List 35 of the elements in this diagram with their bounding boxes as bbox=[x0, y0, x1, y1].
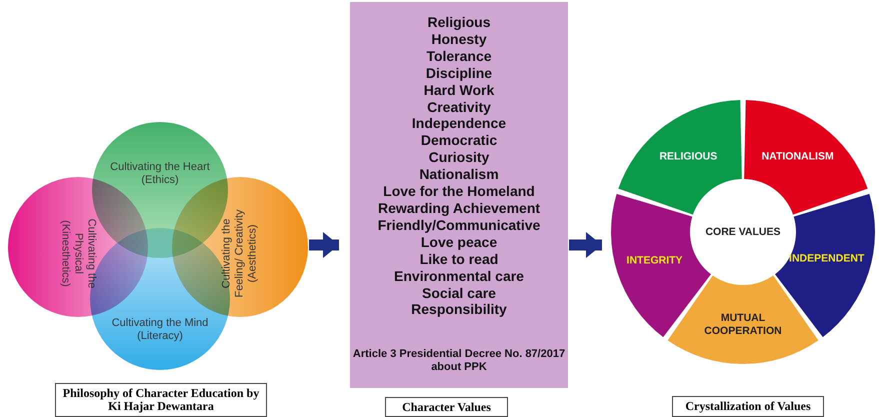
value-item: Democratic bbox=[420, 132, 498, 150]
arrow bbox=[569, 232, 602, 258]
figure-caption: Crystallization of Values bbox=[672, 396, 824, 417]
value-item: Creativity bbox=[426, 98, 492, 116]
circle-label: Cultivating the Feeling/ Creativity (Aesthetics) bbox=[220, 208, 260, 300]
value-item: Honesty bbox=[430, 30, 488, 48]
circle-label: Cultivating the Heart (Ethics) bbox=[109, 161, 211, 187]
segment-label: MUTUAL COOPERATION bbox=[703, 312, 783, 338]
circle-label: Cultivating the Physical (Kinesthetics) bbox=[58, 218, 98, 290]
value-item: Rewarding Achievement bbox=[376, 200, 542, 217]
arrow bbox=[309, 232, 339, 258]
value-item: Nationalism bbox=[418, 166, 500, 184]
value-item: Responsibility bbox=[410, 301, 508, 318]
segment-label: NATIONALISM bbox=[762, 150, 834, 164]
circle-label: Cultivating the Mind (Literacy) bbox=[110, 317, 210, 343]
value-item: Love peace bbox=[420, 234, 498, 251]
value-item: Hard Work bbox=[422, 82, 496, 99]
center-label: CORE VALUES bbox=[705, 226, 781, 238]
value-item: Religious bbox=[426, 14, 492, 31]
value-item: Like to read bbox=[418, 250, 500, 268]
figure-caption: Character Values bbox=[385, 397, 508, 417]
value-item: Social care bbox=[421, 284, 497, 302]
segment-label: INDEPENDENT bbox=[789, 252, 864, 266]
segment-label: INTEGRITY bbox=[626, 254, 683, 268]
source-note: Article 3 Presidential Decree No. 87/2017 about PPK bbox=[352, 348, 566, 374]
value-item: Environmental care bbox=[393, 268, 525, 284]
value-item: Independence bbox=[410, 115, 508, 132]
value-item: Friendly/Communicative bbox=[376, 216, 542, 234]
value-item: Love for the Homeland bbox=[382, 183, 536, 200]
value-item: Discipline bbox=[424, 64, 494, 82]
segment-label: RELIGIOUS bbox=[659, 150, 718, 164]
value-item: Curiosity bbox=[428, 149, 490, 166]
value-item: Tolerance bbox=[425, 48, 493, 65]
values-panel bbox=[350, 2, 568, 388]
figure-caption: Philosophy of Character Education by Ki Hajar Dewantara bbox=[55, 383, 267, 417]
